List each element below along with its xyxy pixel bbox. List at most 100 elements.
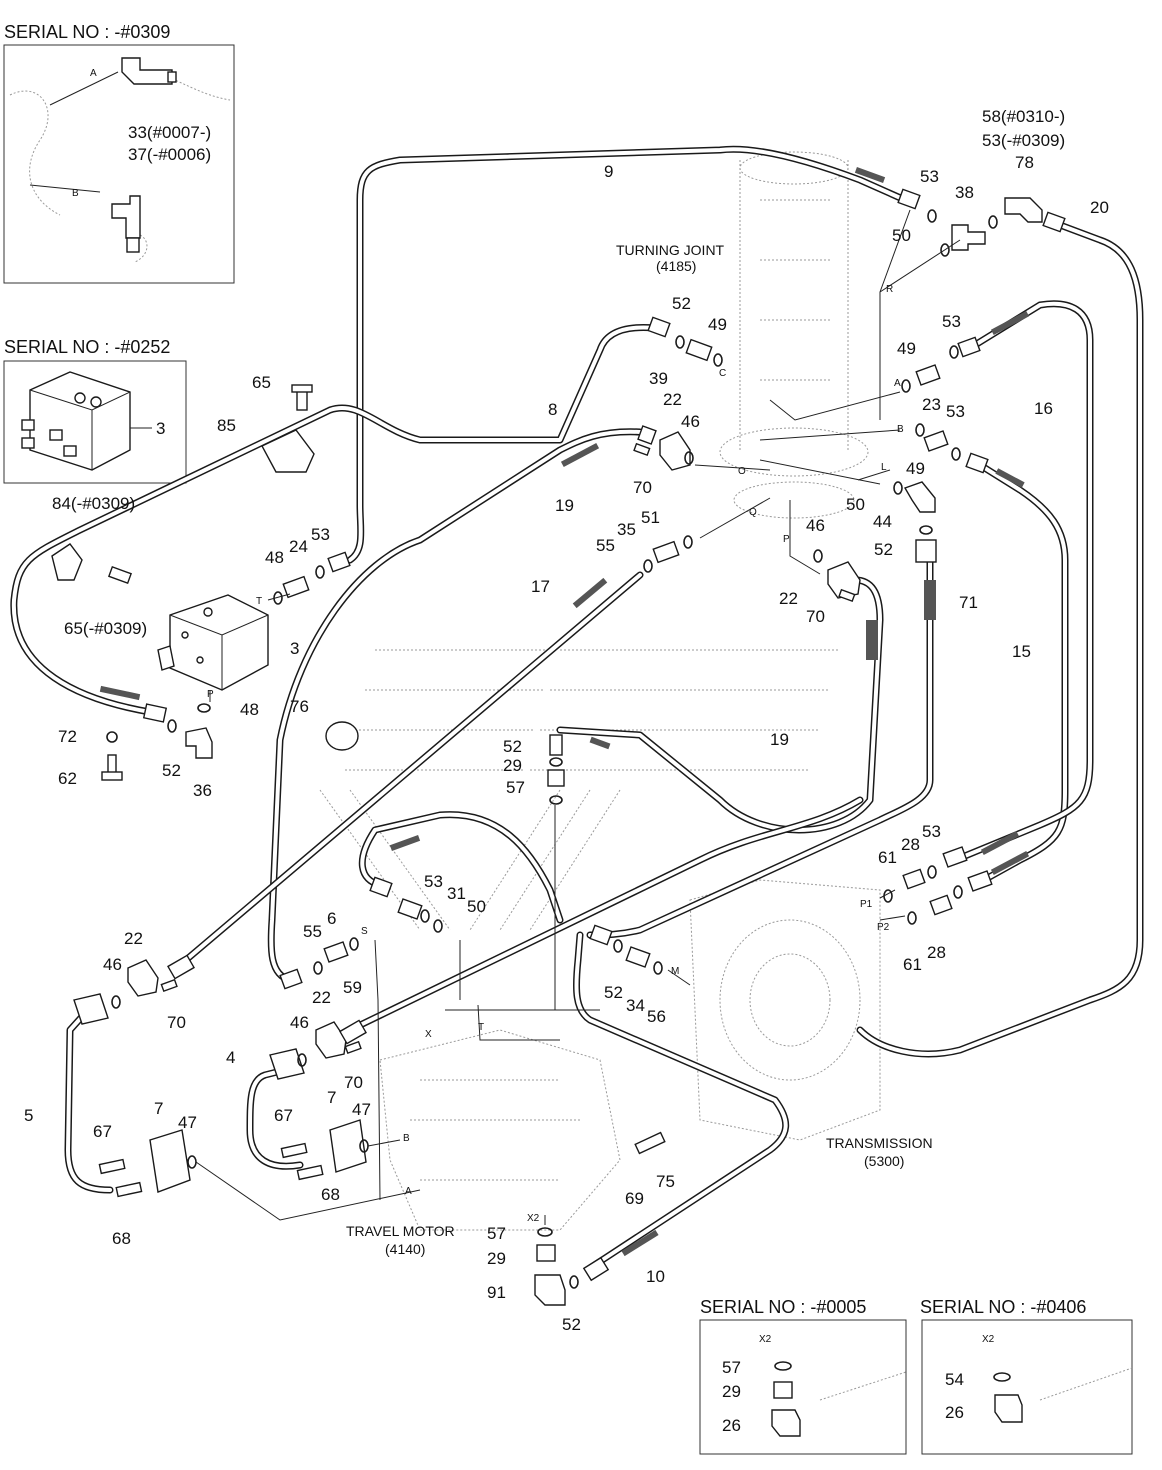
callout-69: 69 (625, 1189, 644, 1208)
callout-53-b: 53 (311, 525, 330, 544)
callout-59: 59 (343, 978, 362, 997)
callout-3: 3 (290, 639, 299, 658)
callout-46: 46 (681, 412, 700, 431)
serial-box-0252: SERIAL NO : -#0252 3 (3, 337, 187, 484)
serial-box-0005-label-26: 26 (722, 1416, 741, 1435)
callout-53-c: 53 (942, 312, 961, 331)
o-rings (111, 209, 998, 1289)
callout-6: 6 (327, 909, 336, 928)
callout-76: 76 (290, 697, 309, 716)
callout-31: 31 (447, 884, 466, 903)
callout-52-f: 52 (562, 1315, 581, 1334)
serial-box-0406-label-26: 26 (945, 1403, 964, 1422)
serial-box-0309: SERIAL NO : -#0309 A B 33(#0007-) 37(-#0… (3, 22, 235, 284)
travel-motor-ghost (379, 1029, 621, 1231)
callout-53-0309: 53(-#0309) (982, 131, 1065, 150)
callout-50-b: 50 (846, 495, 865, 514)
port-x2: X2 (527, 1213, 540, 1224)
callout-70-c: 70 (167, 1013, 186, 1032)
port-b-motor: B (403, 1133, 410, 1144)
callout-70-d: 70 (344, 1073, 363, 1092)
valve-block-3 (157, 594, 269, 691)
port-b: B (897, 424, 904, 435)
serial-box-0309-label-37: 37(-#0006) (128, 145, 211, 164)
callout-8: 8 (548, 400, 557, 419)
port-x: X (425, 1029, 432, 1040)
callout-48-b: 48 (240, 700, 259, 719)
serial-box-0252-label-3: 3 (156, 419, 165, 438)
port-a: A (894, 378, 901, 389)
serial-box-0309-label-33: 33(#0007-) (128, 123, 211, 142)
serial-box-0406: SERIAL NO : -#0406 X2 54 26 (920, 1297, 1133, 1455)
callout-67-b: 67 (274, 1106, 293, 1125)
callout-16: 16 (1034, 399, 1053, 418)
callout-61-b: 61 (903, 955, 922, 974)
callout-55-b: 55 (303, 922, 322, 941)
callout-22-d: 22 (312, 988, 331, 1007)
callout-84: 84(-#0309) (52, 494, 135, 513)
port-s: S (361, 926, 368, 937)
callout-91: 91 (487, 1283, 506, 1302)
callout-56: 56 (647, 1007, 666, 1026)
callout-47-b: 47 (352, 1100, 371, 1119)
callout-68: 68 (112, 1229, 131, 1248)
callout-52: 52 (672, 294, 691, 313)
valve-block-3-old (21, 371, 131, 471)
serial-box-0406-title: SERIAL NO : -#0406 (920, 1297, 1086, 1317)
callout-61: 61 (878, 848, 897, 867)
callout-85: 85 (217, 416, 236, 435)
port-t-motor: T (478, 1022, 484, 1033)
callout-38: 38 (955, 183, 974, 202)
callout-5: 5 (24, 1106, 33, 1125)
port-p-valve: P (207, 689, 214, 700)
callout-53: 53 (920, 167, 939, 186)
transmission-ghost (689, 879, 881, 1141)
turning-joint-code: (4185) (656, 258, 696, 274)
tube-5 (64, 1006, 114, 1194)
serial-box-0005-label-57: 57 (722, 1358, 741, 1377)
travel-motor-code: (4140) (385, 1241, 425, 1257)
serial-box-0005: SERIAL NO : -#0005 X2 57 29 26 (699, 1297, 907, 1455)
callout-68-b: 68 (321, 1185, 340, 1204)
transmission-name: TRANSMISSION (826, 1135, 933, 1151)
serial-box-0309-letter-b: B (72, 188, 79, 199)
callout-17: 17 (531, 577, 550, 596)
serial-box-0252-title: SERIAL NO : -#0252 (4, 337, 170, 357)
callout-72: 72 (58, 727, 77, 746)
callout-65: 65 (252, 373, 271, 392)
elbow-fitting-33 (121, 57, 177, 85)
serial-box-0005-title: SERIAL NO : -#0005 (700, 1297, 866, 1317)
callout-71: 71 (959, 593, 978, 612)
callout-10: 10 (646, 1267, 665, 1286)
callout-49: 49 (708, 315, 727, 334)
callout-22-c: 22 (124, 929, 143, 948)
callout-53-d: 53 (946, 402, 965, 421)
callout-24: 24 (289, 537, 308, 556)
port-p: P (783, 534, 790, 545)
callout-52-b: 52 (162, 761, 181, 780)
callout-20: 20 (1090, 198, 1109, 217)
callout-34: 34 (626, 996, 645, 1015)
port-t: T (256, 596, 262, 607)
callout-44: 44 (873, 512, 892, 531)
port-a-motor: A (405, 1186, 412, 1197)
callout-47: 47 (178, 1113, 197, 1132)
leader-lines (195, 209, 961, 1225)
callout-35: 35 (617, 520, 636, 539)
callout-52-d: 52 (503, 737, 522, 756)
callout-7-b: 7 (327, 1088, 336, 1107)
tube-4 (246, 1066, 304, 1170)
callout-70: 70 (633, 478, 652, 497)
turning-joint-ghost (719, 151, 869, 519)
callout-19: 19 (555, 496, 574, 515)
fittings (51, 188, 1066, 1306)
callout-55: 55 (596, 536, 615, 555)
callout-28-b: 28 (927, 943, 946, 962)
callout-29: 29 (503, 756, 522, 775)
callout-50-c: 50 (467, 897, 486, 916)
serial-box-0406-letter-x2: X2 (982, 1334, 995, 1345)
serial-box-0309-title: SERIAL NO : -#0309 (4, 22, 170, 42)
callout-4: 4 (226, 1048, 235, 1067)
callout-28: 28 (901, 835, 920, 854)
turning-joint-name: TURNING JOINT (616, 242, 725, 258)
